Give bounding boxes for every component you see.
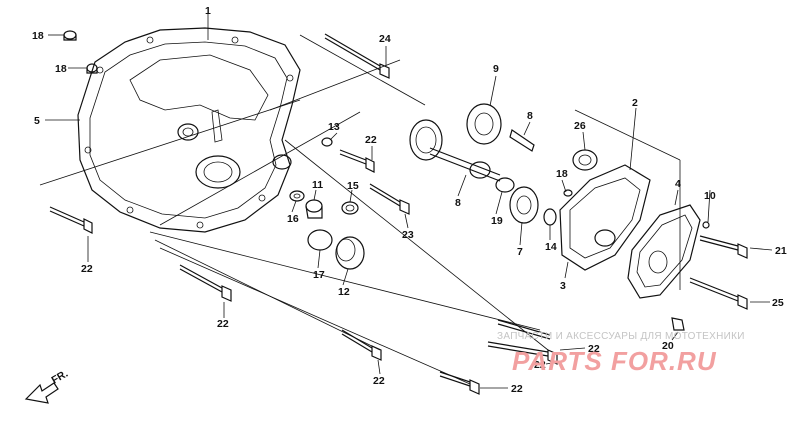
callout-9: 9 <box>493 63 499 75</box>
callout-3: 3 <box>560 280 566 292</box>
callout-22-f: 22 <box>534 359 546 371</box>
callout-23: 23 <box>402 229 414 241</box>
gear-shaft-assembly <box>409 103 573 226</box>
callout-18-a: 18 <box>32 30 44 42</box>
callout-8-b: 8 <box>455 197 461 209</box>
callout-18-b: 18 <box>55 63 67 75</box>
callout-20: 20 <box>662 340 674 352</box>
callout-26: 26 <box>574 120 586 132</box>
plug-18-top <box>63 30 77 41</box>
callout-17: 17 <box>313 269 325 281</box>
crankcase-cover <box>77 27 301 233</box>
callout-10: 10 <box>704 190 716 202</box>
callout-labels: 18 18 1 5 24 13 22 9 8 2 26 18 4 10 11 1… <box>32 5 787 395</box>
watermark: ЗАПЧАСТИ И АКСЕССУАРЫ ДЛЯ МОТОТЕХНИКИ PA… <box>497 331 745 376</box>
callout-24: 24 <box>379 33 391 45</box>
callout-22-b: 22 <box>81 263 93 275</box>
callout-7: 7 <box>517 246 523 258</box>
front-direction-marker: FR. <box>24 368 70 404</box>
watermark-logo: PARTS FOR.RU <box>512 346 717 376</box>
plug-18-lower <box>86 63 98 74</box>
callout-8-a: 8 <box>527 110 533 122</box>
callout-21: 21 <box>775 245 787 257</box>
callout-11: 11 <box>312 179 323 191</box>
callout-1: 1 <box>205 5 211 17</box>
callout-22-c: 22 <box>217 318 229 330</box>
watermark-caption: ЗАПЧАСТИ И АКСЕССУАРЫ ДЛЯ МОТОТЕХНИКИ <box>497 331 745 342</box>
callout-5: 5 <box>34 115 40 127</box>
callout-22-g: 22 <box>511 383 523 395</box>
callout-2: 2 <box>632 97 638 109</box>
pump-cover-assembly <box>559 149 710 299</box>
callout-22-d: 22 <box>373 375 385 387</box>
leader-lines <box>39 14 773 389</box>
callout-19: 19 <box>491 215 503 227</box>
small-parts <box>289 137 365 270</box>
callout-25: 25 <box>772 297 784 309</box>
callout-14: 14 <box>545 241 557 253</box>
callout-13: 13 <box>328 121 340 133</box>
callout-22-e: 22 <box>588 343 600 355</box>
bolts <box>49 33 748 395</box>
callout-16: 16 <box>287 213 299 225</box>
callout-4: 4 <box>675 178 681 190</box>
callout-18-c: 18 <box>556 168 568 180</box>
callout-15: 15 <box>347 180 359 192</box>
callout-22-a: 22 <box>365 134 377 146</box>
callout-12: 12 <box>338 286 350 298</box>
